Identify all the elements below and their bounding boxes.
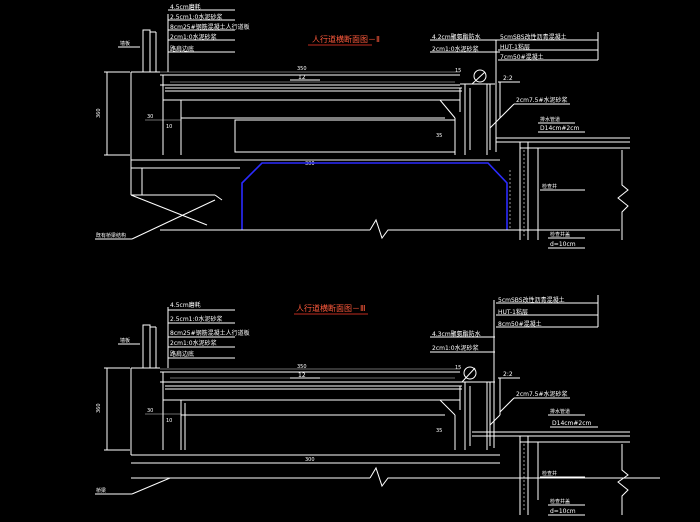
label-drain: 排水管道 bbox=[540, 116, 560, 123]
dim-slope: 12 bbox=[298, 74, 306, 81]
label-d: d=10cm bbox=[550, 241, 576, 248]
label-b-r5: 8cm50#混凝土 bbox=[498, 320, 542, 328]
dim-10: 10 bbox=[166, 124, 172, 130]
parapet bbox=[130, 29, 160, 160]
right-label-stack: 4.2cm聚氨酯防水 2cm1:0水泥砂浆 5cmSBS改性沥青混凝土 HUT-… bbox=[430, 32, 599, 152]
label-well: 检查井 bbox=[542, 183, 557, 190]
left-dimension: 360 bbox=[96, 71, 130, 156]
label-layer3: 8cm25#钢筋混凝土人行道板 bbox=[170, 23, 250, 31]
label-b-r1: 4.3cm聚氨酯防水 bbox=[432, 330, 481, 338]
base-beam-b: 300 桥梁 bbox=[95, 454, 660, 495]
beam-edge-outline bbox=[241, 162, 508, 230]
label-wall: 墙板 bbox=[120, 40, 130, 47]
dim-b-30: 30 bbox=[147, 408, 153, 414]
label-well2: 检查井盖 bbox=[550, 231, 570, 238]
label-bottom: 既有桥梁结构 bbox=[96, 232, 126, 239]
dim-300: 300 bbox=[305, 161, 315, 167]
curb-rail-b: 15 bbox=[455, 365, 495, 450]
label-r1: 4.2cm聚氨酯防水 bbox=[432, 33, 481, 41]
left-dimension-b: 360 bbox=[96, 367, 130, 451]
dim-b-300: 300 bbox=[305, 457, 315, 463]
label-b-drain: 排水管道 bbox=[550, 408, 570, 415]
inner-structure-b: 30 10 35 bbox=[145, 403, 445, 450]
section-bottom: 人行道横断面图－Ⅲ 4.5cm磨耗 2.5cm1:0水泥砂浆 8cm25#钢筋混… bbox=[95, 295, 660, 516]
label-pipe: D14cm#2cm bbox=[540, 125, 580, 132]
inner-structure: 30 10 35 bbox=[145, 114, 456, 153]
left-label-stack-b: 4.5cm磨耗 2.5cm1:0水泥砂浆 8cm25#钢筋混凝土人行道板 2cm… bbox=[167, 301, 250, 368]
section-top-title: 人行道横断面图－Ⅱ bbox=[312, 34, 380, 44]
road-pavement: 检查井 检查井盖 d=10cm bbox=[496, 137, 630, 249]
label-r5: 7cm50#混凝土 bbox=[500, 53, 544, 61]
curb-rail: 15 bbox=[455, 68, 495, 155]
walkway-slab-b: 12 350 bbox=[160, 364, 462, 450]
label-b-layer3: 8cm25#钢筋混凝土人行道板 bbox=[170, 329, 250, 337]
right-label-stack-b: 4.3cm聚氨酯防水 2cm1:0水泥砂浆 5cmSBS改性沥青混凝土 HUT-… bbox=[430, 295, 599, 448]
label-b-layer1: 4.5cm磨耗 bbox=[170, 301, 201, 309]
label-b-ratio: 2:2 bbox=[503, 371, 513, 378]
base-beam: 300 既有桥梁结构 bbox=[95, 159, 620, 240]
label-r4: HUT-1粘层 bbox=[500, 43, 530, 51]
label-b-r2: 2cm1:0水泥砂浆 bbox=[432, 344, 479, 352]
label-r3: 5cmSBS改性沥青混凝土 bbox=[500, 33, 567, 41]
label-b-mortar: 2cm7.5#水泥砂浆 bbox=[516, 390, 568, 398]
label-b-well2: 检查井盖 bbox=[550, 498, 570, 505]
label-b-r4: HUT-1粘层 bbox=[498, 308, 528, 316]
walkway-slab: 12 350 bbox=[160, 66, 462, 155]
dim-35: 35 bbox=[436, 133, 442, 139]
road-pavement-b: 检查井 检查井盖 d=10cm bbox=[472, 431, 630, 516]
dim-b-left: 360 bbox=[96, 403, 102, 413]
dim-b-width: 350 bbox=[297, 364, 307, 370]
left-label-stack: 4.5cm磨耗 2.5cm1:0水泥砂浆 8cm25#钢筋混凝土人行道板 2cm… bbox=[167, 3, 250, 72]
dim-b-35: 35 bbox=[436, 428, 442, 434]
dim-15: 15 bbox=[455, 68, 461, 74]
label-r2: 2cm1:0水泥砂浆 bbox=[432, 45, 479, 53]
label-b-layer4: 2cm1:0水泥砂浆 bbox=[170, 339, 217, 347]
label-b-wall: 墙板 bbox=[120, 337, 130, 344]
section-bottom-title: 人行道横断面图－Ⅲ bbox=[296, 303, 366, 313]
label-b-pipe: D14cm#2cm bbox=[552, 420, 592, 427]
label-ratio: 2:2 bbox=[503, 75, 513, 82]
label-layer2: 2.5cm1:0水泥砂浆 bbox=[170, 13, 222, 21]
label-mortar: 2cm7.5#水泥砂浆 bbox=[516, 96, 568, 104]
label-b-layer2: 2.5cm1:0水泥砂浆 bbox=[170, 315, 222, 323]
label-b-well: 检查井 bbox=[542, 470, 557, 477]
dim-left: 360 bbox=[96, 108, 102, 118]
dim-30: 30 bbox=[147, 114, 153, 120]
dim-b-slope: 12 bbox=[298, 372, 306, 379]
dim-width: 350 bbox=[297, 66, 307, 72]
parapet-b bbox=[130, 324, 160, 455]
label-b-layer5: 路肩边底 bbox=[170, 350, 194, 358]
label-b-r3: 5cmSBS改性沥青混凝土 bbox=[498, 296, 565, 304]
dim-b-10: 10 bbox=[166, 418, 172, 424]
label-layer1: 4.5cm磨耗 bbox=[170, 3, 201, 11]
label-layer5: 路肩边底 bbox=[170, 45, 194, 53]
section-top: 人行道横断面图－Ⅱ 4.5cm磨耗 2.5cm1:0水泥砂浆 8cm25#钢筋混… bbox=[95, 3, 630, 249]
label-layer4: 2cm1:0水泥砂浆 bbox=[170, 33, 217, 41]
dim-b-15: 15 bbox=[455, 365, 461, 371]
label-b-d: d=10cm bbox=[550, 508, 576, 515]
label-b-bottom: 桥梁 bbox=[96, 487, 106, 494]
